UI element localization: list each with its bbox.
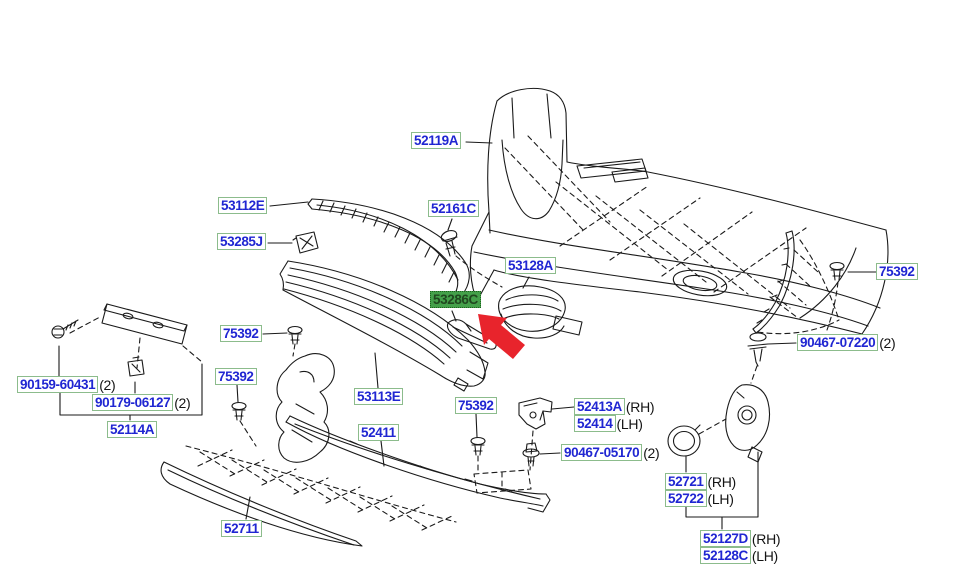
part-number[interactable]: 52414 (574, 415, 616, 432)
part-number[interactable]: 52119A (411, 132, 462, 149)
part-label-clip-75392-b[interactable]: 75392 (215, 368, 257, 385)
front-bumper-cover-drawing (469, 87, 889, 336)
part-number[interactable]: 90159-60431 (17, 376, 99, 393)
side-suffix: (RH) (625, 398, 655, 415)
part-label-ring-lh[interactable]: 52722 (LH) (665, 490, 734, 507)
part-number[interactable]: 52161C (428, 200, 479, 217)
part-number[interactable]: 75392 (876, 263, 918, 280)
lower-valance-drawing (285, 415, 551, 513)
part-label-lower-cover[interactable]: 52411 (358, 424, 399, 441)
side-suffix: (RH) (751, 530, 781, 547)
part-label-plate-bracket[interactable]: 52114A (107, 421, 158, 438)
part-number[interactable]: 53113E (354, 388, 404, 405)
part-label-clip-75392-d[interactable]: 75392 (876, 263, 918, 280)
part-label-clip-90179[interactable]: 90179-06127 (2) (92, 394, 191, 411)
clip-75392-d-drawing (826, 261, 877, 331)
part-label-bracket-rh[interactable]: 52413A (RH) (574, 398, 655, 415)
part-number[interactable]: 52411 (358, 424, 399, 441)
part-label-cover-53286-highlighted[interactable]: 53286C (430, 291, 481, 308)
part-number[interactable]: 90467-05170 (561, 444, 643, 461)
part-number[interactable]: 75392 (220, 325, 262, 342)
side-suffix: (LH) (707, 490, 734, 507)
part-label-fogcover-rh[interactable]: 52127D (RH) (700, 530, 781, 547)
part-label-ring-rh[interactable]: 52721 (RH) (665, 473, 736, 490)
fog-bezel-rh-drawing (498, 276, 566, 339)
clip-75392-a-drawing (262, 325, 303, 357)
red-highlight-arrow (478, 314, 525, 359)
part-number[interactable]: 90179-06127 (92, 394, 174, 411)
part-label-grille-53128[interactable]: 53128A (505, 257, 556, 274)
cover-53286-drawing (446, 310, 497, 350)
lower-grille-drawing (279, 260, 489, 392)
part-number[interactable]: 52413A (574, 398, 625, 415)
part-label-clip-75392-a[interactable]: 75392 (220, 325, 262, 342)
part-number[interactable]: 52128C (700, 547, 751, 564)
part-label-fogcover-lh[interactable]: 52128C (LH) (700, 547, 778, 564)
retainer-53285-drawing (267, 231, 319, 254)
part-label-clip-90467b[interactable]: 90467-07220 (2) (797, 334, 896, 351)
quantity-suffix: (2) (643, 444, 660, 461)
bracket-52413-drawing (518, 397, 575, 471)
part-label-upper-grille[interactable]: 53112E (218, 197, 268, 214)
part-number[interactable]: 53112E (218, 197, 268, 214)
fog-cover-drawing (685, 384, 771, 530)
part-label-screw-90159[interactable]: 90159-60431 (2) (17, 376, 116, 393)
part-number[interactable]: 52711 (221, 520, 262, 537)
part-number[interactable]: 75392 (215, 368, 257, 385)
part-label-lower-grille[interactable]: 53113E (354, 388, 404, 405)
part-number[interactable]: 53128A (505, 257, 556, 274)
quantity-suffix: (2) (99, 376, 116, 393)
quantity-suffix: (2) (174, 394, 191, 411)
part-number[interactable]: 75392 (455, 397, 497, 414)
quantity-suffix: (2) (879, 334, 896, 351)
part-number[interactable]: 52114A (107, 421, 158, 438)
clip-75392-b-drawing (231, 384, 257, 447)
part-label-bracket-lh[interactable]: 52414 (LH) (574, 415, 643, 432)
part-number[interactable]: 52127D (700, 530, 751, 547)
clip-75392-c-drawing (470, 413, 486, 473)
clip-52161-drawing (440, 218, 503, 288)
part-number-highlighted[interactable]: 53286C (430, 291, 481, 308)
part-label-retainer-53285[interactable]: 53285J (217, 233, 266, 250)
part-label-clip-52161[interactable]: 52161C (428, 200, 479, 217)
part-label-bumper-cover[interactable]: 52119A (411, 132, 462, 149)
part-number[interactable]: 52721 (665, 473, 707, 490)
part-label-clip-75392-c[interactable]: 75392 (455, 397, 497, 414)
part-number[interactable]: 52722 (665, 490, 707, 507)
side-suffix: (RH) (707, 473, 737, 490)
part-number[interactable]: 53285J (217, 233, 266, 250)
corner-moulding-drawing (752, 230, 840, 335)
fog-ring-drawing (667, 418, 727, 457)
side-suffix: (LH) (751, 547, 778, 564)
license-bracket-drawing (51, 303, 203, 421)
clip-90467b-drawing (747, 332, 797, 384)
part-number[interactable]: 90467-07220 (797, 334, 879, 351)
part-label-clip-90467a[interactable]: 90467-05170 (2) (561, 444, 660, 461)
side-suffix: (LH) (616, 415, 643, 432)
side-support-drawing (275, 353, 335, 463)
spoiler-52711-drawing (160, 445, 457, 547)
part-label-spoiler[interactable]: 52711 (221, 520, 262, 537)
leader-lines (269, 141, 493, 389)
